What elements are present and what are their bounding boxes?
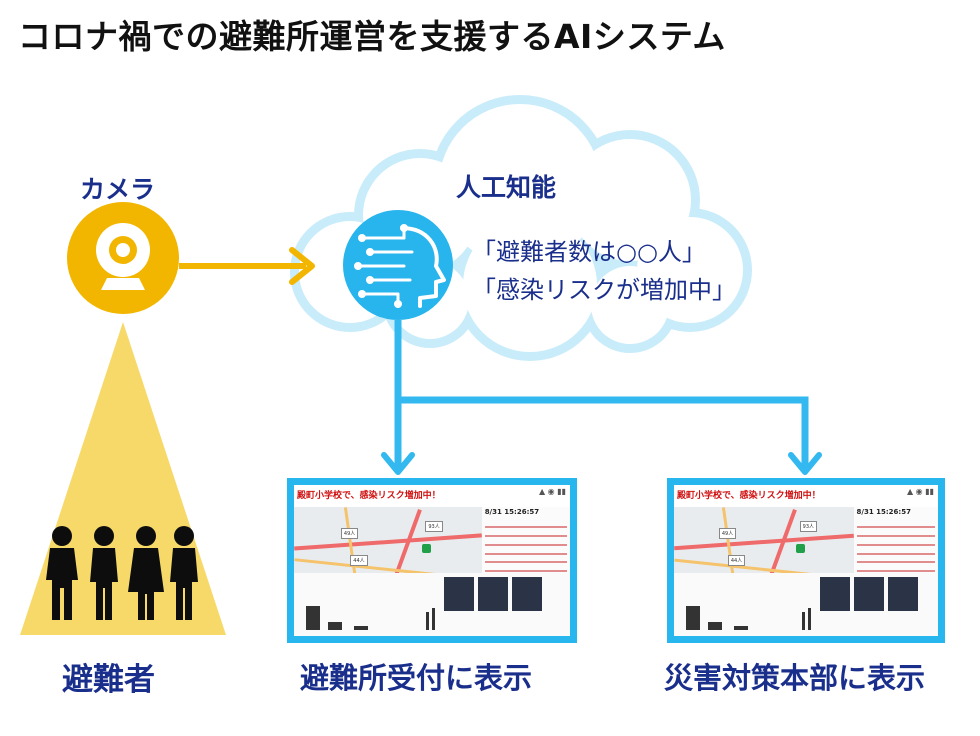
ai-to-displays-connector: [394, 320, 809, 468]
camera-view-cone: [20, 322, 226, 635]
ai-head-icon: [343, 210, 453, 320]
hq-dashboard-screenshot: 殿町小学校で、感染リスク増加中！ ▲ ◉ ▮▮ 49人 93人 44人 8/31…: [667, 478, 945, 643]
webcam-icon: [67, 202, 179, 314]
ai-label: 人工知能: [456, 173, 557, 202]
ai-message-risk: 「感染リスクが増加中」: [472, 276, 736, 304]
dashboard-charts: [674, 572, 938, 636]
logo-icons: ▲ ◉ ▮▮: [906, 487, 934, 496]
evacuees-label: 避難者: [62, 662, 155, 698]
arrowheads: [381, 452, 822, 475]
people-group-icon: [46, 526, 198, 620]
dashboard-timestamp: 8/31 15:26:57: [484, 508, 540, 516]
dashboard-header: 殿町小学校で、感染リスク増加中！ ▲ ◉ ▮▮: [294, 485, 570, 507]
page-title: コロナ禍での避難所運営を支援するAIシステム: [18, 17, 726, 56]
dashboard-timestamp: 8/31 15:26:57: [856, 508, 911, 516]
reception-dashboard-screenshot: 殿町小学校で、感染リスク増加中！ ▲ ◉ ▮▮ 49人 93人 44人 8/31…: [287, 478, 577, 643]
dashboard-alert-title: 殿町小学校で、感染リスク増加中！: [297, 491, 441, 501]
camera-label: カメラ: [80, 175, 156, 204]
logo-icons: ▲ ◉ ▮▮: [538, 487, 566, 496]
dashboard-alert-title: 殿町小学校で、感染リスク増加中！: [677, 491, 821, 501]
ai-message-count: 「避難者数は○○人」: [472, 238, 706, 266]
reception-display-label: 避難所受付に表示: [300, 661, 533, 695]
camera-to-ai-arrow: [179, 247, 315, 285]
dashboard-charts: [294, 572, 570, 636]
dashboard-header: 殿町小学校で、感染リスク増加中！ ▲ ◉ ▮▮: [674, 485, 938, 507]
hq-display-label: 災害対策本部に表示: [664, 661, 926, 695]
